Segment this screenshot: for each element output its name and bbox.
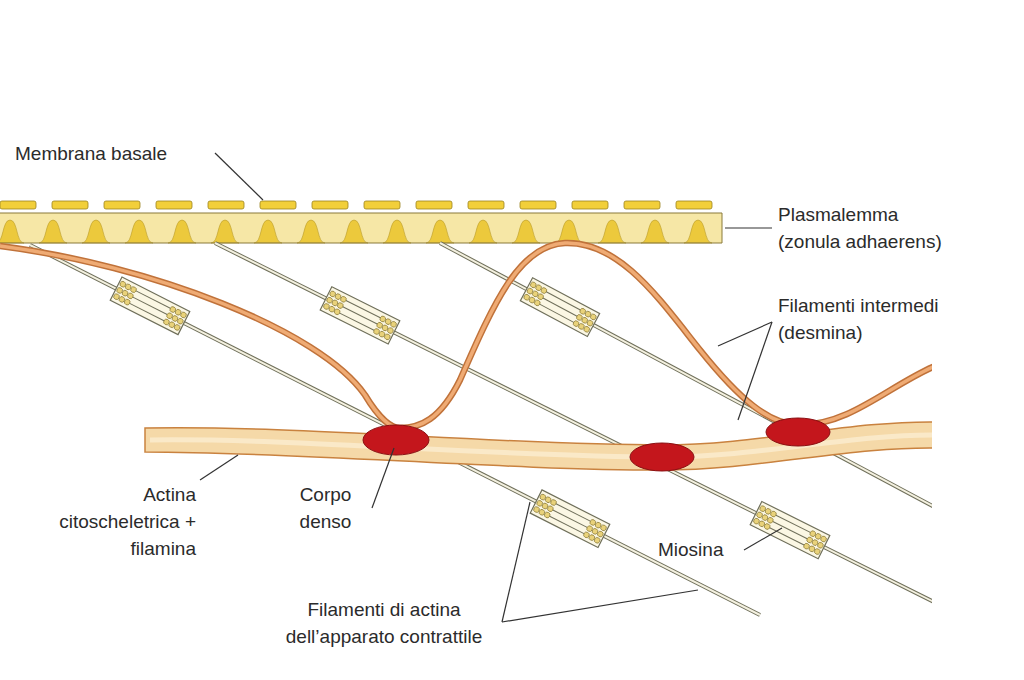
plasmalemma-label: Plasmalemma (zonula adhaerens) bbox=[778, 201, 958, 255]
plasmalemma bbox=[0, 213, 722, 243]
myosin-label: Miosina bbox=[658, 536, 723, 563]
basement-membrane bbox=[0, 201, 712, 209]
contractile-actin-label: Filamenti di actina dell’apparato contra… bbox=[268, 596, 500, 650]
desmin-label: Filamenti intermedi (desmina) bbox=[778, 292, 958, 346]
dense-body-label: Corpo denso bbox=[283, 481, 368, 535]
cytoskeletal-actin-label: Actina citoscheletrica + filamina bbox=[56, 481, 196, 562]
myosin-filaments bbox=[110, 277, 830, 559]
dense-bodies bbox=[363, 418, 830, 471]
membrane-label: Membrana basale bbox=[15, 140, 167, 167]
leader-lines bbox=[200, 153, 782, 622]
